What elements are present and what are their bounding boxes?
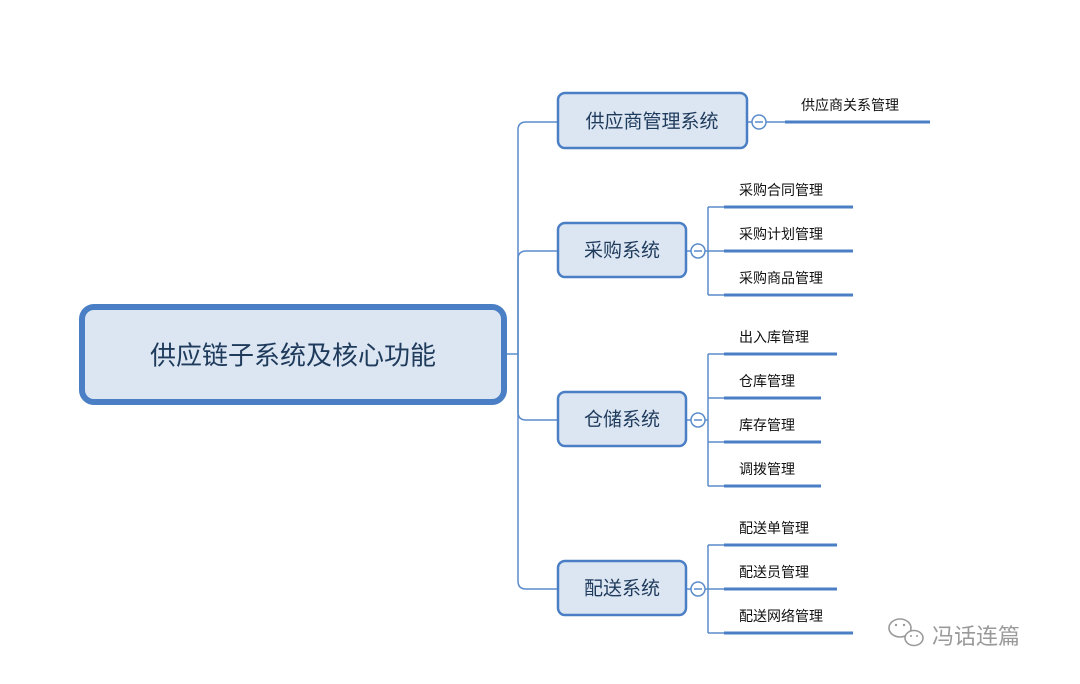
leaf-topic-label: 采购合同管理 xyxy=(739,183,823,199)
leaf-topic-label: 配送网络管理 xyxy=(739,609,823,625)
root-node[interactable]: 供应链子系统及核心功能 xyxy=(79,304,507,405)
leaf-topic-label: 出入库管理 xyxy=(739,330,809,346)
collapse-toggle-purchase[interactable] xyxy=(690,243,706,259)
branch-node-label: 采购系统 xyxy=(584,240,660,262)
leaf-topic-delivery-staff[interactable]: 配送员管理 xyxy=(724,565,837,591)
branch-node-label: 供应商管理系统 xyxy=(585,111,718,133)
connector-to-purchase xyxy=(517,250,558,354)
leaf-topic-purchase-plan[interactable]: 采购计划管理 xyxy=(724,227,853,253)
leaf-topic-label: 配送单管理 xyxy=(739,521,809,537)
leaf-topic-label: 库存管理 xyxy=(739,418,795,434)
leaf-topic-delivery-network[interactable]: 配送网络管理 xyxy=(724,609,853,635)
branch-node-supplier[interactable]: 供应商管理系统 xyxy=(556,91,749,150)
connector-lines xyxy=(504,121,785,634)
leaf-topic-purchase-contract[interactable]: 采购合同管理 xyxy=(724,183,853,209)
branch-node-label: 仓储系统 xyxy=(584,409,660,431)
collapse-toggle-delivery[interactable] xyxy=(690,581,706,597)
leaf-topic-transfer-mgmt[interactable]: 调拨管理 xyxy=(724,462,821,488)
collapse-toggle-supplier[interactable] xyxy=(751,114,767,130)
leaf-topic-warehouse-mgmt[interactable]: 仓库管理 xyxy=(724,374,821,400)
leaf-topic-inventory-mgmt[interactable]: 库存管理 xyxy=(724,418,821,444)
watermark-text: 冯话连篇 xyxy=(932,625,1020,650)
wechat-icon xyxy=(888,618,924,647)
branch-node-label: 配送系统 xyxy=(584,578,660,600)
leaf-topic-inbound-outbound[interactable]: 出入库管理 xyxy=(724,330,837,356)
root-node-label: 供应链子系统及核心功能 xyxy=(150,342,436,372)
connector-to-delivery xyxy=(517,354,558,590)
leaf-topic-label: 采购商品管理 xyxy=(739,271,823,287)
branch-node-warehouse[interactable]: 仓储系统 xyxy=(556,390,688,448)
watermark: 冯话连篇 xyxy=(888,618,1020,650)
leaf-topic-label: 调拨管理 xyxy=(739,462,795,478)
leaf-topic-label: 采购计划管理 xyxy=(739,227,823,243)
branch-node-delivery[interactable]: 配送系统 xyxy=(556,559,688,617)
leaf-topic-label: 配送员管理 xyxy=(739,565,809,581)
leaf-topic-delivery-order[interactable]: 配送单管理 xyxy=(724,521,837,547)
branch-node-purchase[interactable]: 采购系统 xyxy=(556,221,688,279)
leaf-topic-supplier-relations[interactable]: 供应商关系管理 xyxy=(785,97,930,124)
leaf-topic-purchase-goods[interactable]: 采购商品管理 xyxy=(724,271,853,297)
leaf-topic-label: 供应商关系管理 xyxy=(801,97,899,114)
leaf-topic-label: 仓库管理 xyxy=(739,374,795,390)
connector-to-supplier xyxy=(517,121,558,354)
connector-to-warehouse xyxy=(517,354,558,421)
collapse-toggle-warehouse[interactable] xyxy=(690,412,706,428)
